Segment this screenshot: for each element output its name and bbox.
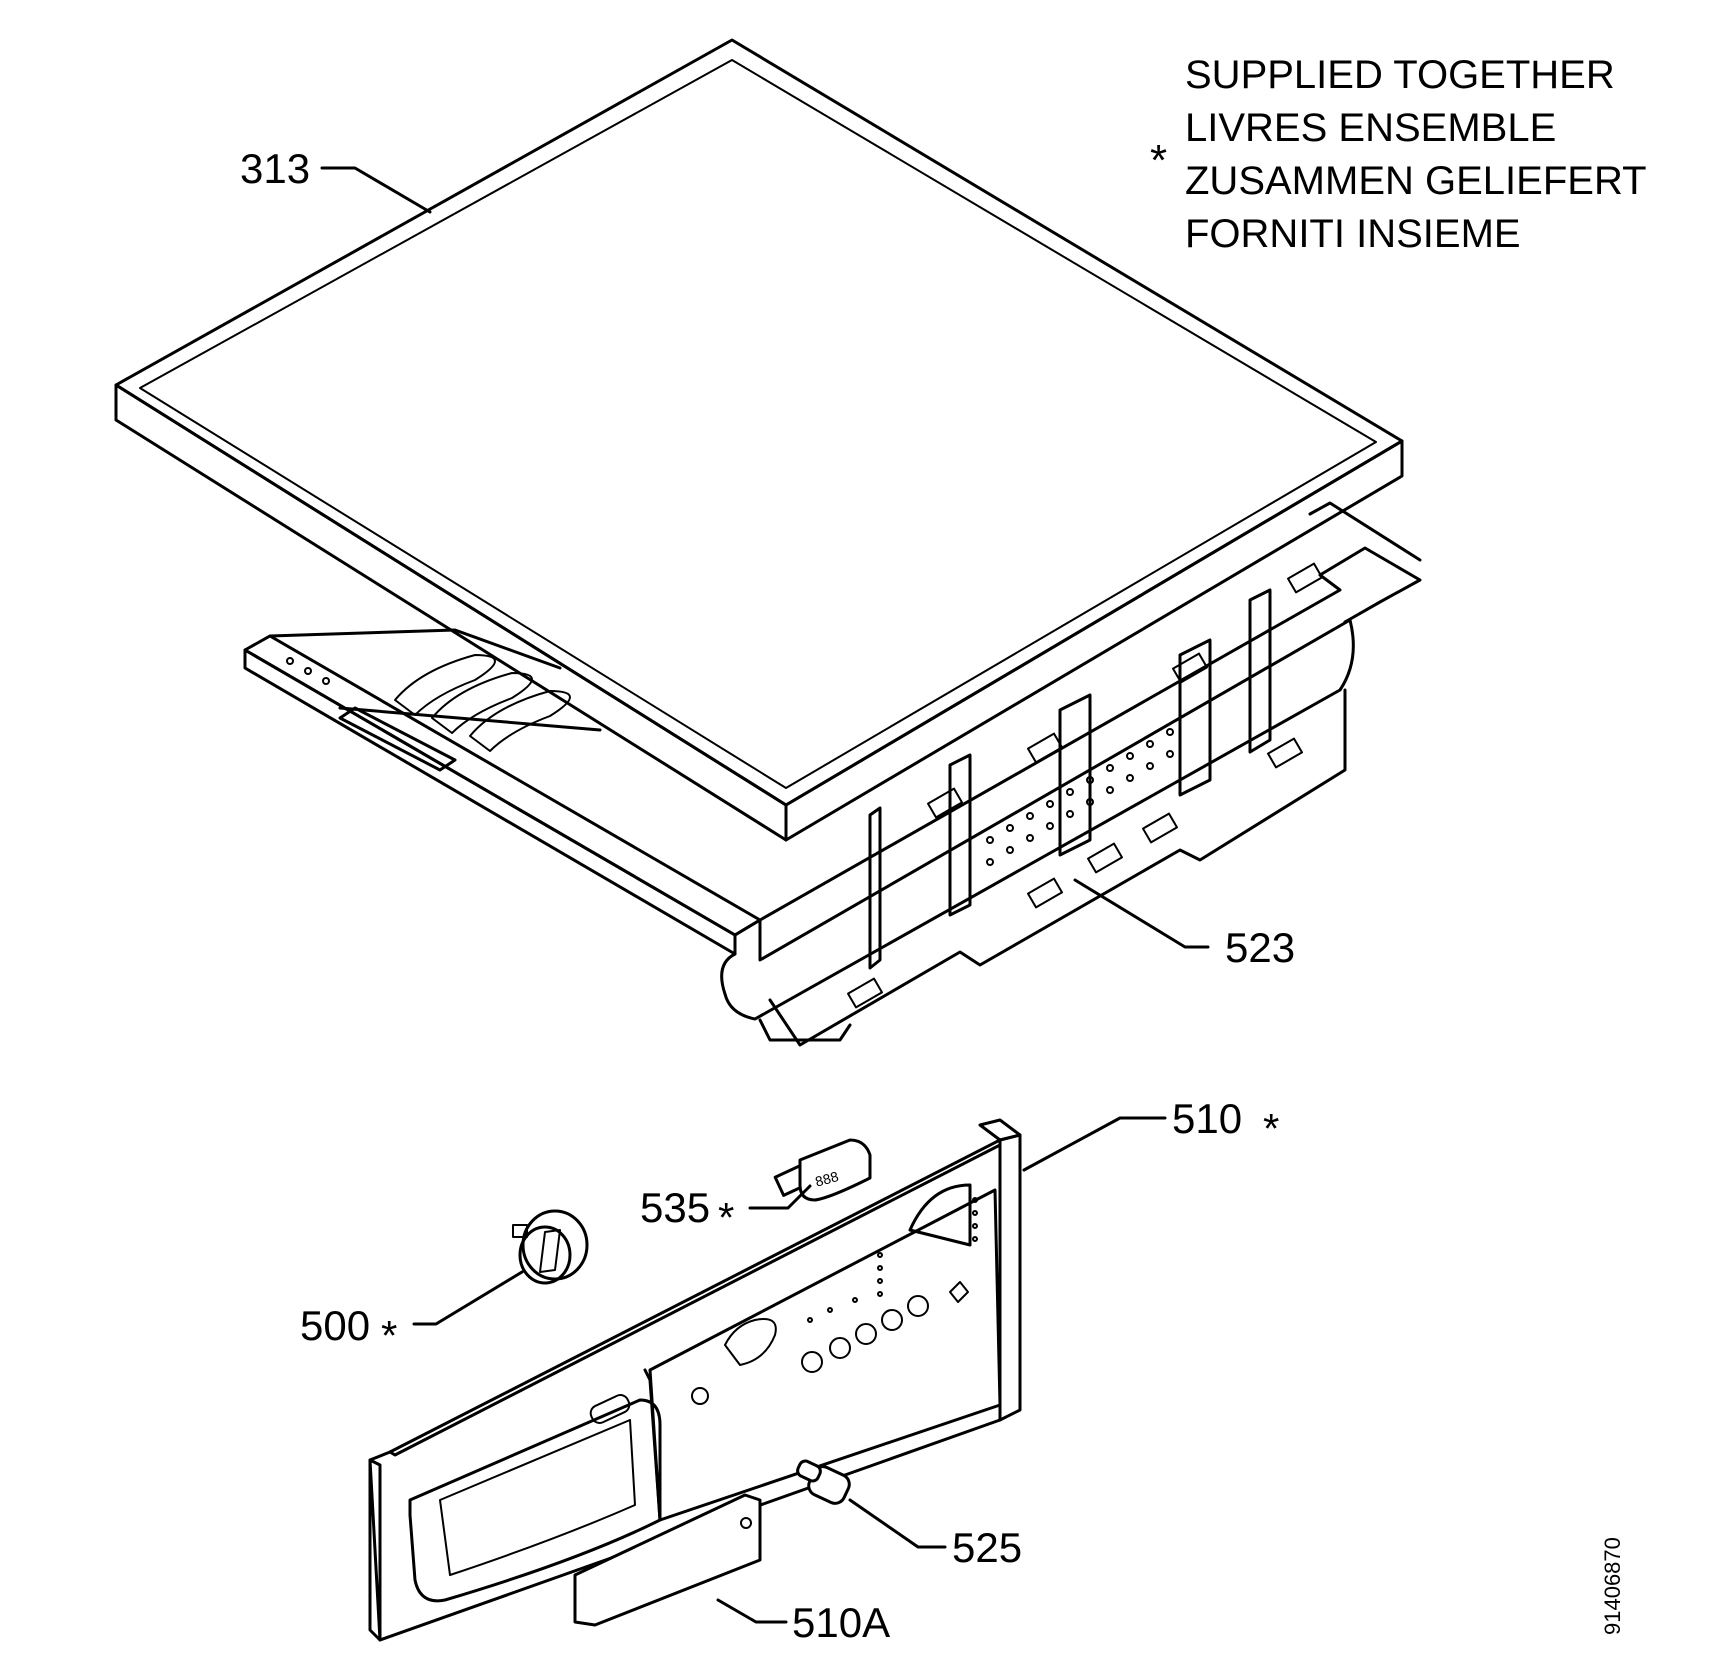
callout-535-mark: * [718,1194,734,1241]
fascia-510 [368,1118,1022,1642]
pushrod-525 [796,1459,851,1505]
callout-523: 523 [1225,924,1295,971]
callout-525: 525 [952,1524,1022,1571]
legend-line-4: FORNITI INSIEME [1185,212,1521,256]
callout-535: 535 [640,1184,710,1231]
legend-symbol: * [1150,136,1167,185]
top-cover-313 [114,38,1404,842]
flap-510A [573,1493,762,1627]
document-number: 91406870 [1600,1537,1625,1635]
frame-523 [243,501,1422,1047]
display-digits: 888 [813,1168,840,1190]
callout-510A: 510A [792,1599,890,1646]
callout-510-mark: * [1263,1105,1279,1152]
program-buttons [691,1295,929,1405]
legend-line-3: ZUSAMMEN GELIEFERT [1185,159,1647,203]
callout-510: 510 [1172,1095,1242,1142]
knob-500 [512,1209,589,1285]
legend-line-1: SUPPLIED TOGETHER [1185,53,1615,97]
callout-500-mark: * [381,1312,397,1359]
vent-holes [986,728,1174,866]
indicator-leds [807,1197,978,1323]
legend-line-2: LIVRES ENSEMBLE [1185,106,1556,150]
callout-500: 500 [300,1302,370,1349]
legend: * SUPPLIED TOGETHER LIVRES ENSEMBLE ZUSA… [1150,53,1647,256]
callout-313: 313 [240,145,310,192]
leader-lines [320,166,1210,1624]
display-module-535: 888 [773,1138,872,1202]
